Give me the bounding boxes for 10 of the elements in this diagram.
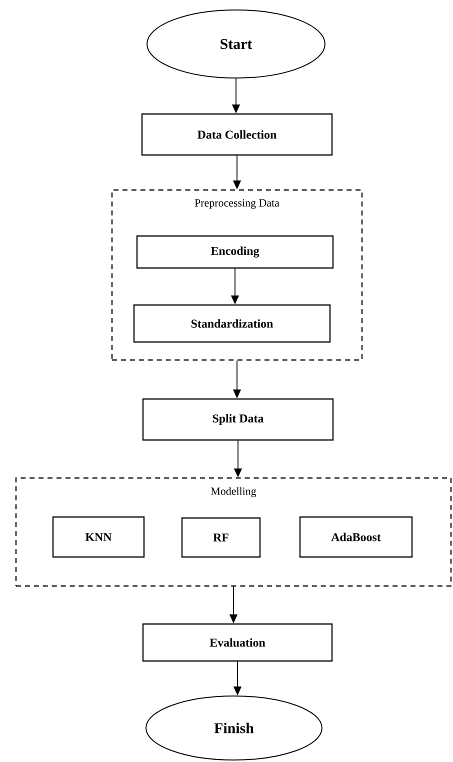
process-box: Standardization [133,304,331,343]
process-box: AdaBoost [299,516,413,558]
process-box: Evaluation [142,623,333,662]
process-box: KNN [52,516,145,558]
process-box: Encoding [136,235,334,269]
group-heading: Modelling [210,487,256,498]
process-box: Data Collection [141,113,333,156]
group-heading: Preprocessing Data [194,199,280,209]
process-box: Split Data [142,398,334,441]
process-box: RF [181,517,261,558]
